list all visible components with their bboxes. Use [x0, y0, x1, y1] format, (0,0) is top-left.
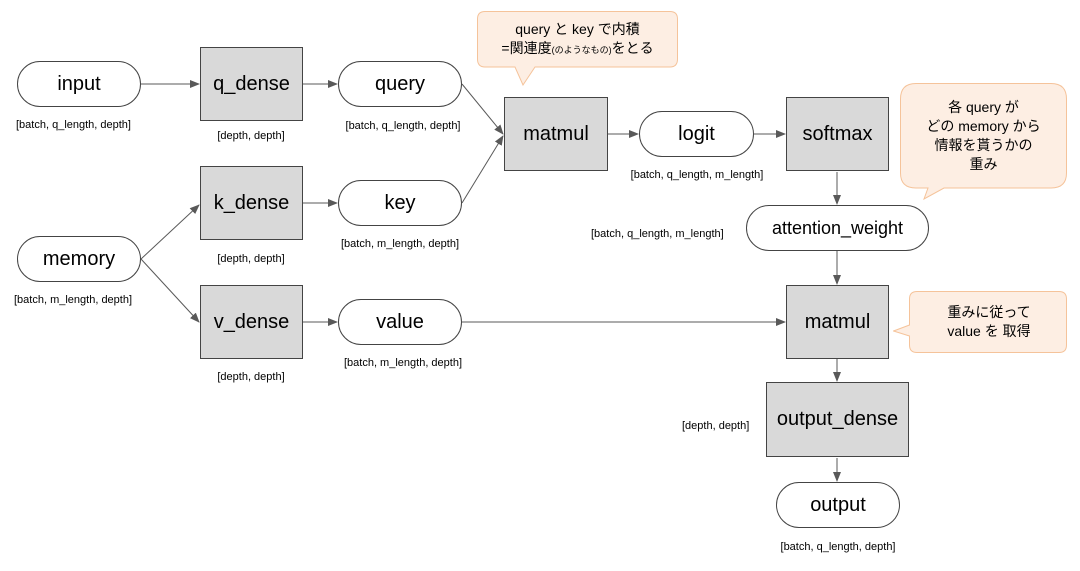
- softmax-note-line4: 重み: [969, 156, 998, 172]
- matmul1-note-line2-tail: をとる: [611, 40, 654, 56]
- output-dim-label: [batch, q_length, depth]: [780, 541, 896, 553]
- input-node-label: input: [57, 72, 101, 95]
- softmax-note-line1: 各 query が: [948, 99, 1019, 115]
- matmul2-note: 重みに従って value を 取得: [893, 291, 1067, 353]
- input-dim-label: [batch, q_length, depth]: [16, 119, 131, 131]
- matmul1-note-shape: [477, 11, 678, 86]
- memory-node: memory: [17, 236, 141, 282]
- k-dense-dim-label: [depth, depth]: [217, 253, 285, 265]
- v-dense-dim-label: [depth, depth]: [217, 371, 285, 383]
- softmax-note: 各 query が どの memory から 情報を貰うかの 重み: [900, 83, 1067, 200]
- softmax-note-line3: 情報を貰うかの: [934, 137, 1033, 153]
- edge-key-matmul1: [461, 135, 504, 204]
- matmul2-note-shape: [893, 291, 1067, 353]
- attention-weight-node: attention_weight: [746, 205, 929, 251]
- matmul2-note-text: 重みに従って value を 取得: [911, 303, 1067, 341]
- value-dim-label: [batch, m_length, depth]: [343, 357, 463, 369]
- matmul1-node-label: matmul: [523, 122, 589, 145]
- matmul1-node: matmul: [504, 97, 608, 171]
- logit-node: logit: [639, 111, 754, 157]
- output-node: output: [776, 482, 900, 528]
- softmax-note-line2: どの memory から: [926, 118, 1041, 134]
- edge-memory-k_dense: [140, 204, 200, 260]
- memory-dim-label: [batch, m_length, depth]: [14, 294, 133, 306]
- q-dense-dim-label: [depth, depth]: [217, 130, 285, 142]
- output-dense-dim-label: [depth, depth]: [682, 420, 750, 432]
- edge-query-matmul1: [461, 83, 504, 135]
- attention-weight-dim-label: [batch, q_length, m_length]: [591, 228, 724, 240]
- output-node-label: output: [810, 493, 866, 516]
- matmul1-note-line1: query と key で内積: [515, 21, 640, 37]
- v-dense-node-label: v_dense: [213, 310, 290, 333]
- query-dim-label: [batch, q_length, depth]: [345, 120, 461, 132]
- query-node-label: query: [374, 72, 426, 95]
- k-dense-node-label: k_dense: [213, 191, 290, 214]
- key-node: key: [338, 180, 462, 226]
- matmul1-note-text: query と key で内積 =関連度(のようなもの)をとる: [477, 20, 678, 60]
- value-node-label: value: [376, 310, 424, 333]
- output-dense-node: output_dense: [766, 382, 909, 457]
- softmax-note-text: 各 query が どの memory から 情報を貰うかの 重み: [900, 98, 1067, 174]
- logit-dim-label: [batch, q_length, m_length]: [630, 169, 764, 181]
- value-node: value: [338, 299, 462, 345]
- matmul1-note-line2: =関連度(のようなもの)をとる: [477, 39, 678, 60]
- q-dense-node: q_dense: [200, 47, 303, 121]
- matmul2-node: matmul: [786, 285, 889, 359]
- attention-weight-node-label: attention_weight: [771, 217, 904, 238]
- softmax-note-shape: [900, 83, 1067, 200]
- output-dense-node-label: output_dense: [776, 408, 899, 430]
- query-node: query: [338, 61, 462, 107]
- q-dense-node-label: q_dense: [213, 72, 290, 95]
- matmul2-note-line2: value を 取得: [947, 323, 1031, 339]
- input-node: input: [17, 61, 141, 107]
- matmul2-node-label: matmul: [804, 310, 871, 333]
- key-dim-label: [batch, m_length, depth]: [340, 238, 460, 250]
- matmul1-note-line2-main: =関連度: [501, 40, 552, 56]
- softmax-node-label: softmax: [802, 122, 873, 145]
- matmul2-note-line1: 重みに従って: [947, 304, 1031, 320]
- k-dense-node: k_dense: [200, 166, 303, 240]
- softmax-node: softmax: [786, 97, 889, 171]
- memory-node-label: memory: [42, 247, 116, 270]
- matmul1-note: query と key で内積 =関連度(のようなもの)をとる: [477, 11, 678, 86]
- matmul1-note-line2-small: (のようなもの): [551, 45, 612, 55]
- edge-memory-v_dense: [140, 258, 200, 323]
- key-node-label: key: [384, 191, 416, 214]
- logit-node-label: logit: [678, 122, 715, 145]
- v-dense-node: v_dense: [200, 285, 303, 359]
